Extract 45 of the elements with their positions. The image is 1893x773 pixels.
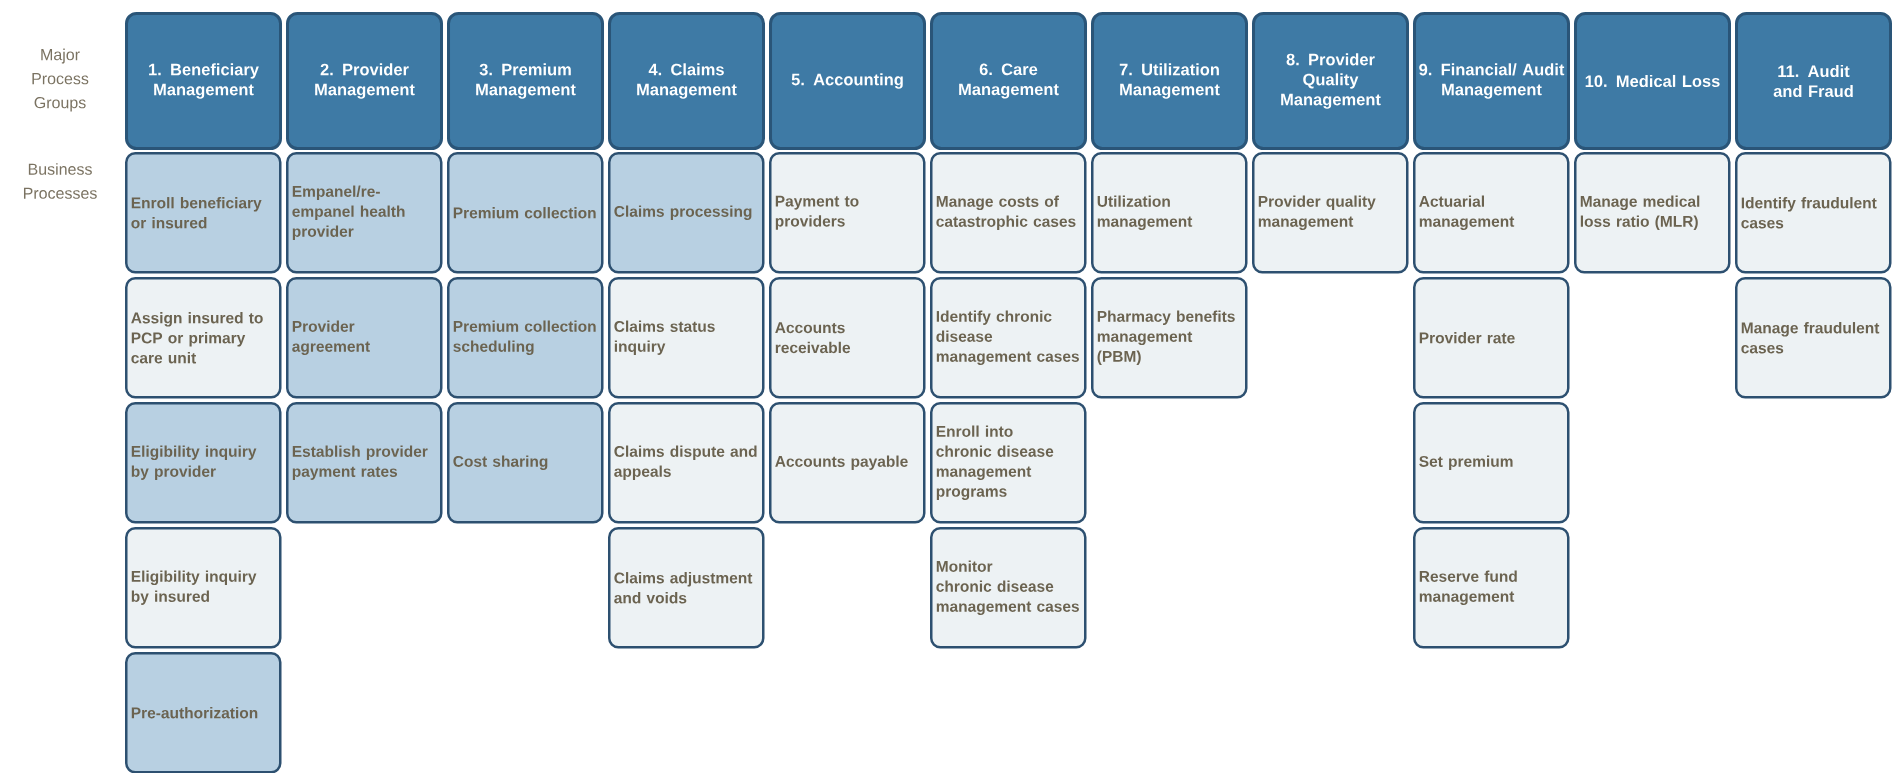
process-box: Claims processing: [608, 152, 765, 274]
process-box: Provider rate: [1413, 277, 1570, 399]
process-box: Enroll into chronic disease management programs: [930, 402, 1087, 524]
process-box: Establish provider payment rates: [286, 402, 443, 524]
process-box: Accounts payable: [769, 402, 926, 524]
process-box: Pre-authorization: [125, 652, 282, 773]
process-box: Reserve fund management: [1413, 527, 1570, 649]
process-box: Provider agreement: [286, 277, 443, 399]
process-group-header: 2. Provider Management: [286, 12, 443, 150]
process-box: Monitor chronic disease management cases: [930, 527, 1087, 649]
process-group-header: 7. Utilization Management: [1091, 12, 1248, 150]
process-box: Manage costs of catastrophic cases: [930, 152, 1087, 274]
process-group-header: 4. Claims Management: [608, 12, 765, 150]
process-box: Assign insured to PCP or primary care unit: [125, 277, 282, 399]
process-box: Premium collection: [447, 152, 604, 274]
process-box: Identify chronic disease management cases: [930, 277, 1087, 399]
process-group-header: 9. Financial/ Audit Management: [1413, 12, 1570, 150]
process-group-header: 6. Care Management: [930, 12, 1087, 150]
process-group-header: 10. Medical Loss: [1574, 12, 1731, 150]
process-box: Utilization management: [1091, 152, 1248, 274]
process-group-header: 1. Beneficiary Management: [125, 12, 282, 150]
process-box: Accounts receivable: [769, 277, 926, 399]
process-box: Set premium: [1413, 402, 1570, 524]
process-group-header: 8. Provider Quality Management: [1252, 12, 1409, 150]
process-box: Payment to providers: [769, 152, 926, 274]
process-box: Enroll beneficiary or insured: [125, 152, 282, 274]
process-box: Claims dispute and appeals: [608, 402, 765, 524]
process-box: Pharmacy benefits management (PBM): [1091, 277, 1248, 399]
row-label: Major Process Groups: [32, 48, 89, 112]
process-group-header: 3. Premium Management: [447, 12, 604, 150]
process-box: Claims adjustment and voids: [608, 527, 765, 649]
process-box: Manage fraudulent cases: [1735, 277, 1892, 399]
process-box: Provider quality management: [1252, 152, 1409, 274]
process-box: Premium collection scheduling: [447, 277, 604, 399]
process-box: Cost sharing: [447, 402, 604, 524]
process-box: Manage medical loss ratio (MLR): [1574, 152, 1731, 274]
process-box: Empanel/re-empanel health provider: [286, 152, 443, 274]
row-label: Business Processes: [24, 163, 97, 199]
process-box: Eligibility inquiry by provider: [125, 402, 282, 524]
process-box: Identify fraudulent cases: [1735, 152, 1892, 274]
process-box: Eligibility inquiry by insured: [125, 527, 282, 649]
process-box: Claims status inquiry: [608, 277, 765, 399]
process-group-header: 5. Accounting: [769, 12, 926, 150]
process-box: Actuarial management: [1413, 152, 1570, 274]
process-group-header: 11. Audit and Fraud: [1735, 12, 1892, 150]
